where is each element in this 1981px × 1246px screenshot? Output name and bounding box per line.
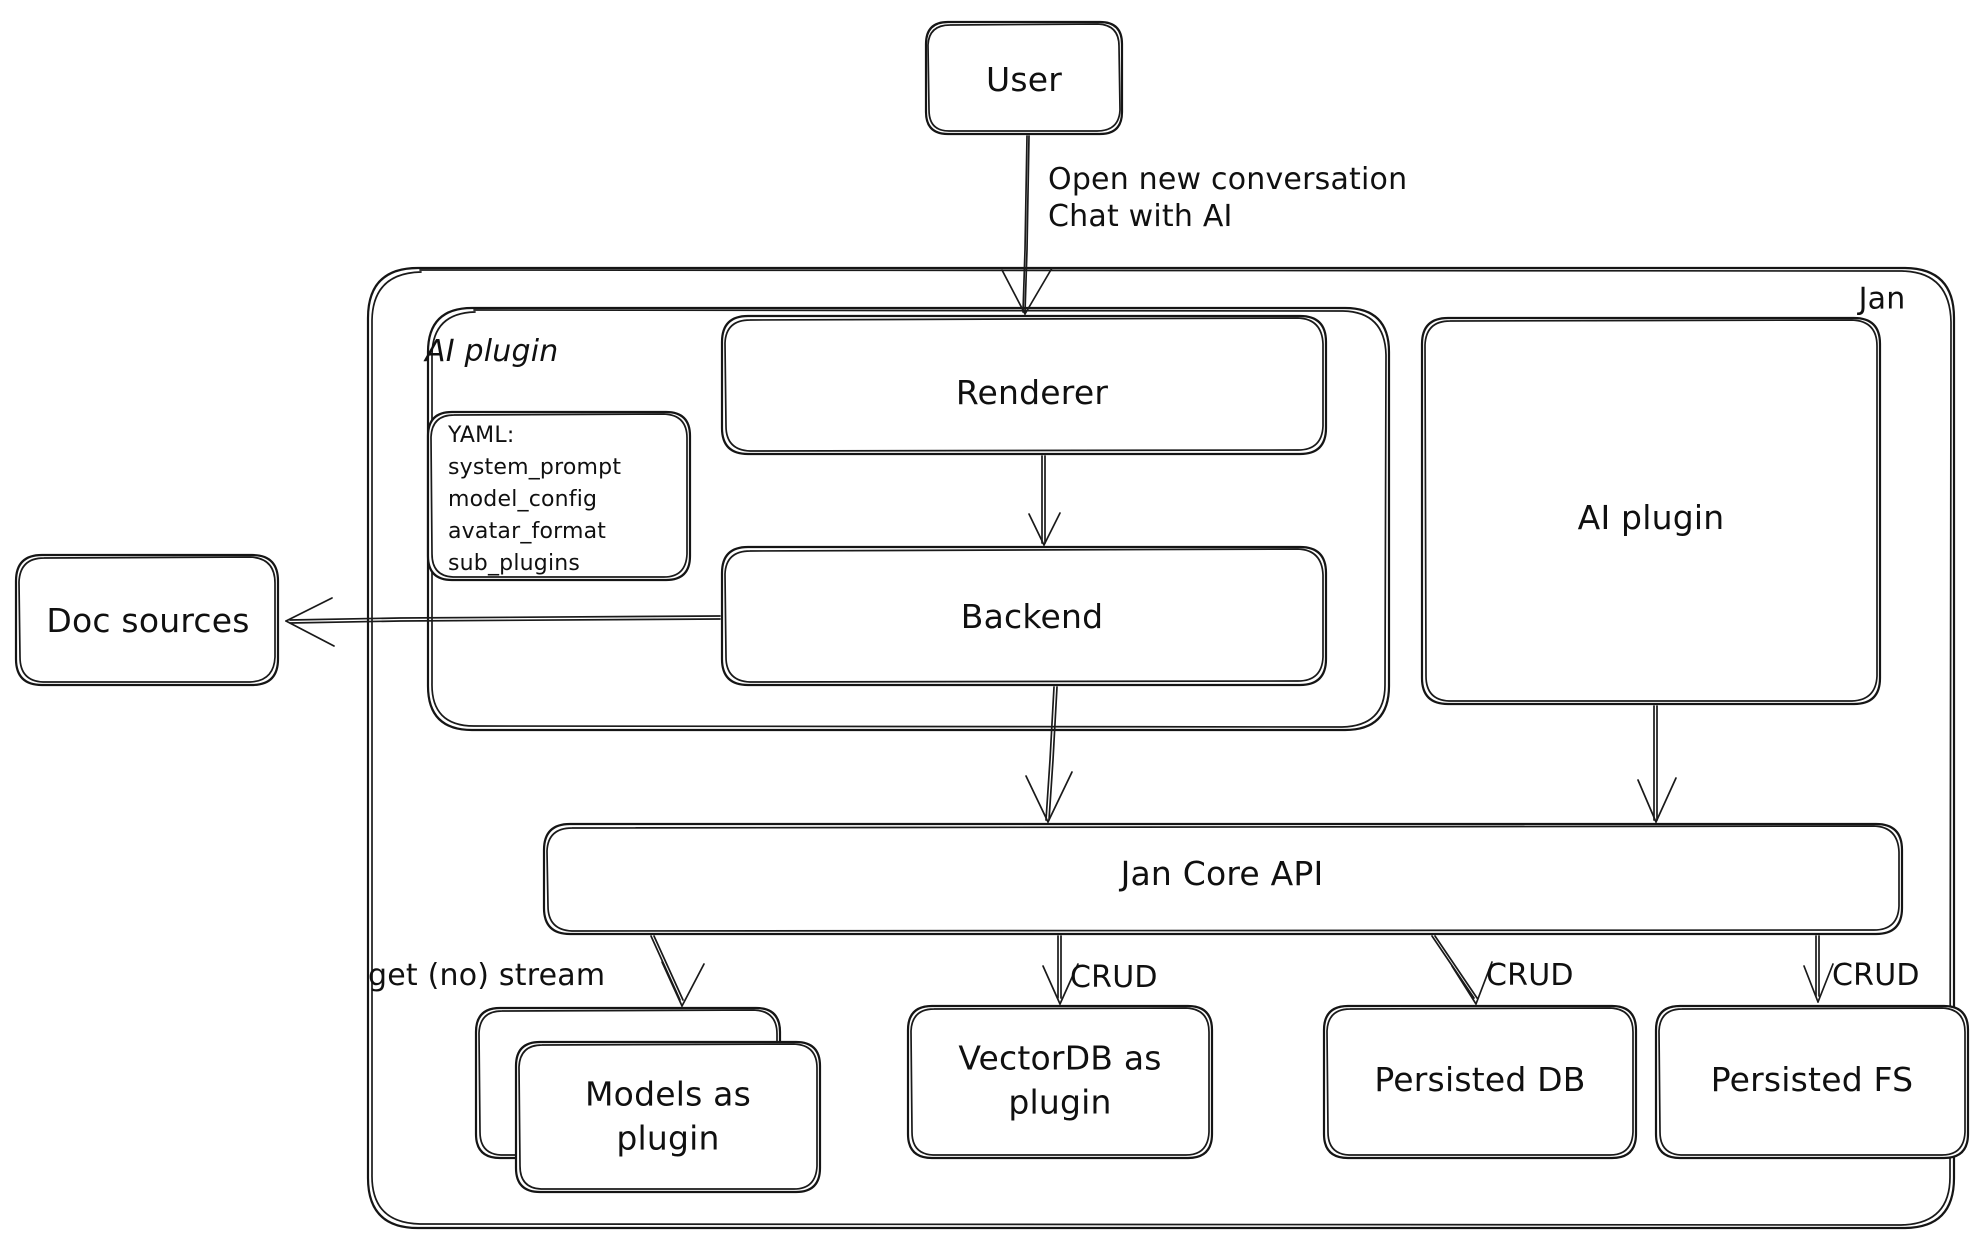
edge-ai-plugin-to-jan-core-api [1637,705,1677,823]
edge-label-get-no-stream: get (no) stream [368,958,606,993]
node-models-plugin[interactable] [474,1006,822,1194]
group-label-jan: Jan [1858,281,1906,317]
node-user[interactable] [924,20,1124,136]
node-label-backend: Backend [960,596,1104,636]
node-label-doc-sources: Doc sources [46,600,250,640]
node-label-ai-plugin-right: AI plugin [1577,497,1725,537]
group-label-ai-plugin: AI plugin [425,334,559,369]
node-label-yaml-card: YAML: system_prompt model_config avatar_… [448,423,622,576]
node-label-persisted-db: Persisted DB [1374,1059,1586,1099]
edge-api-to-persisted-db [1431,935,1493,1005]
node-renderer[interactable] [720,314,1328,456]
edge-backend-to-jan-core-api [1025,686,1073,823]
node-persisted-fs[interactable] [1654,1004,1970,1160]
edge-renderer-to-backend [1028,455,1061,546]
group-jan-container [366,266,1956,1230]
edge-api-to-vectordb [1042,935,1079,1005]
node-label-renderer: Renderer [955,372,1109,412]
edge-label-user-to-renderer: Open new conversation Chat with AI [1048,162,1408,234]
node-ai-plugin-right[interactable] [1420,316,1882,706]
edge-user-to-renderer [1001,135,1053,315]
node-label-vectordb-plugin: VectorDB as plugin [958,1038,1162,1121]
edge-label-crud-vectordb: CRUD [1070,960,1158,995]
edge-label-crud-persisted-db: CRUD [1486,958,1574,993]
node-yaml-card [426,410,692,582]
node-jan-core-api[interactable] [542,822,1904,936]
node-vectordb-plugin[interactable] [906,1004,1214,1160]
edge-backend-to-doc-sources [285,597,721,647]
node-backend[interactable] [720,545,1328,687]
edge-label-crud-persisted-fs: CRUD [1832,958,1920,993]
edge-api-to-persisted-fs [1803,935,1834,1003]
group-ai-plugin-container [426,306,1391,732]
node-label-persisted-fs: Persisted FS [1710,1059,1914,1099]
edge-api-to-models [650,935,705,1007]
node-doc-sources[interactable] [14,553,280,687]
node-persisted-db[interactable] [1322,1004,1638,1160]
node-label-models-plugin: Models as plugin [585,1074,751,1157]
node-label-user: User [985,59,1063,99]
node-label-jan-core-api: Jan Core API [1120,853,1324,893]
